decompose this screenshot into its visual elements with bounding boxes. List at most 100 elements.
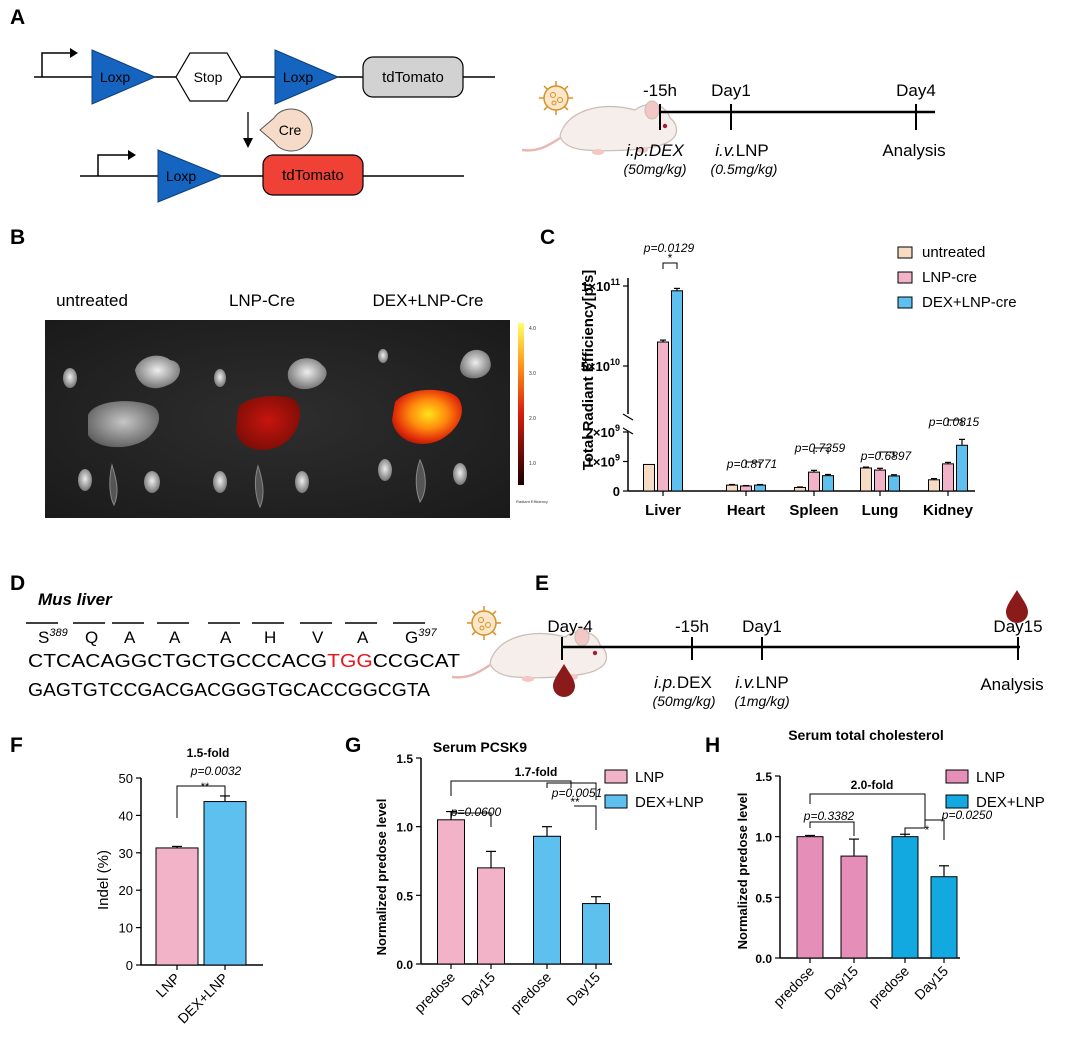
significance-star: ** <box>570 795 580 809</box>
ip-dex-label: i.p.DEX <box>626 141 684 160</box>
legend-swatch <box>604 769 628 784</box>
bar <box>956 444 968 492</box>
y-tick-label: 30 <box>119 846 133 861</box>
panel-f-letter: F <box>10 734 23 757</box>
organ-kidney <box>78 469 92 491</box>
fold-change-label: 1.5-fold <box>187 746 230 760</box>
ip-dose-label: (50mg/kg) <box>623 161 686 177</box>
organ-heart <box>214 369 226 387</box>
amino-acid: Q <box>85 628 98 647</box>
group-label: DEX+LNP-Cre <box>372 291 483 310</box>
cre-label: Cre <box>279 122 302 138</box>
amino-acid: G397 <box>405 627 437 647</box>
organ-kidney <box>295 471 309 493</box>
organ-lung <box>135 355 180 389</box>
promoter-arrowhead-icon <box>70 48 78 58</box>
y-tick-label: 2×109 <box>586 423 620 440</box>
y-tick-label: 20 <box>119 883 133 898</box>
timeline-label: Day4 <box>896 81 936 100</box>
mouse-icon <box>450 626 608 684</box>
species-title: Mus liver <box>38 590 113 609</box>
legend-label: LNP <box>976 769 1005 786</box>
y-tick-label: 0.5 <box>396 889 413 903</box>
y-tick-label: 40 <box>119 808 133 823</box>
iv-lnp-label: i.v.LNP <box>715 141 769 160</box>
p-value-label: p=0.0250 <box>941 808 993 822</box>
significance-bracket <box>745 461 761 468</box>
p-value-label: p=0.0600 <box>450 805 502 819</box>
bar <box>891 836 919 959</box>
group-label: untreated <box>56 291 128 310</box>
loxp-label: Loxp <box>166 168 197 184</box>
p-value-label: p=0.0032 <box>190 764 242 778</box>
organ-liver-signal <box>392 389 462 444</box>
timeline-label: Day15 <box>993 617 1042 636</box>
x-tick-label: Day15 <box>911 963 951 1003</box>
y-axis-title: Total Radiant Efficiency[p/s] <box>580 270 597 471</box>
bar <box>942 463 954 492</box>
significance-bracket <box>809 793 926 822</box>
panel-g-letter: G <box>345 734 361 757</box>
blood-drop-icon <box>1006 590 1028 623</box>
x-tick-label: Heart <box>727 502 765 519</box>
x-tick-label: predose <box>865 963 912 1010</box>
significance-bracket <box>450 812 492 827</box>
significance-star: * <box>668 251 673 265</box>
y-tick-label: 0 <box>613 484 620 499</box>
amino-acid: V <box>312 628 324 647</box>
significance-bracket <box>924 819 945 840</box>
timeline-label: Day-4 <box>547 617 592 636</box>
ip-dex-label: i.p.DEX <box>654 673 712 692</box>
promoter-arrowhead-icon <box>128 150 136 160</box>
panel-h: H Serum total cholesterol Normalized pre… <box>705 727 1045 1010</box>
ip-dose-label: (50mg/kg) <box>652 693 715 709</box>
loxp-element <box>91 49 157 105</box>
y-tick-label: 1.5 <box>755 770 772 784</box>
significance-bracket <box>904 827 925 834</box>
legend-swatch <box>897 296 913 309</box>
organ-lung <box>460 349 491 379</box>
legend-label: untreated <box>922 244 985 261</box>
panel-g: G Serum PCSK9 Normalized predose level 0… <box>345 734 704 1016</box>
legend-swatch <box>897 246 913 259</box>
timeline-label: -15h <box>675 617 709 636</box>
legend-swatch <box>945 769 969 784</box>
legend-label: LNP-cre <box>922 269 977 286</box>
organ-kidney <box>213 471 227 493</box>
y-tick-label: 0.0 <box>396 958 413 972</box>
iv-dose-label: (1mg/kg) <box>734 693 789 709</box>
panel-b-letter: B <box>10 226 25 249</box>
bar <box>477 867 505 965</box>
loxp-element <box>274 49 340 105</box>
pam-sequence: TGG <box>327 651 373 671</box>
y-tick-label: 50 <box>119 771 133 786</box>
bar <box>671 290 683 492</box>
significance-bracket <box>176 785 226 818</box>
p-value-label: p=0.0051 <box>551 786 602 800</box>
iv-dose-label: (0.5mg/kg) <box>711 161 778 177</box>
loxp-label: Loxp <box>283 69 314 85</box>
amino-acid: A <box>124 628 136 647</box>
iv-lnp-label: i.v.LNP <box>735 673 789 692</box>
analysis-label: Analysis <box>980 675 1043 694</box>
p-value-label: p=0.0129 <box>643 241 695 255</box>
bar <box>657 341 669 492</box>
bar <box>930 876 958 959</box>
p-value-label: p=0.6897 <box>860 449 913 463</box>
tdtomato-element <box>362 56 464 98</box>
bar <box>533 835 561 965</box>
timeline-label: Day1 <box>742 617 782 636</box>
group-label: LNP-Cre <box>229 291 295 310</box>
color-scale-tick: 1.0 <box>529 461 536 467</box>
bar <box>155 847 199 966</box>
y-tick-label: 10 <box>119 921 133 936</box>
x-tick-label: Lung <box>862 502 899 519</box>
x-tick-label: predose <box>770 963 817 1010</box>
axis-break-mark <box>622 427 634 435</box>
color-scale-tick: 3.0 <box>529 371 536 377</box>
y-axis-title: Indel (%) <box>95 850 112 910</box>
